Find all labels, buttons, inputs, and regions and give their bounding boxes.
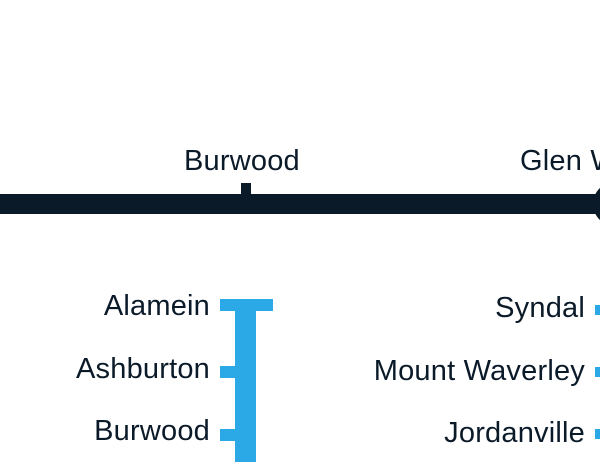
branch-right-tick-jordanville [595, 429, 600, 439]
main-line-tick-burwood [241, 183, 251, 197]
station-label-alamein: Alamein [103, 290, 210, 322]
branch-right-tick-mount-waverley [595, 367, 600, 377]
station-label-jordanville: Jordanville [444, 417, 585, 449]
station-label-ashburton: Ashburton [76, 353, 210, 385]
branch-left-terminus-alamein [220, 299, 273, 311]
branch-line-left [235, 306, 256, 462]
branch-right-tick-syndal [595, 305, 600, 315]
main-line-terminus-glen-waverley [593, 187, 600, 221]
branch-left-tick-burwood [220, 429, 246, 441]
station-label-syndal: Syndal [495, 292, 585, 324]
main-line [0, 194, 600, 214]
station-label-burwood-branch: Burwood [94, 415, 210, 447]
station-label-mount-waverley: Mount Waverley [373, 355, 585, 387]
station-label-burwood-main: Burwood [184, 145, 300, 177]
branch-left-tick-ashburton [220, 366, 246, 378]
station-label-glen-waverley: Glen Waverley [520, 145, 600, 177]
